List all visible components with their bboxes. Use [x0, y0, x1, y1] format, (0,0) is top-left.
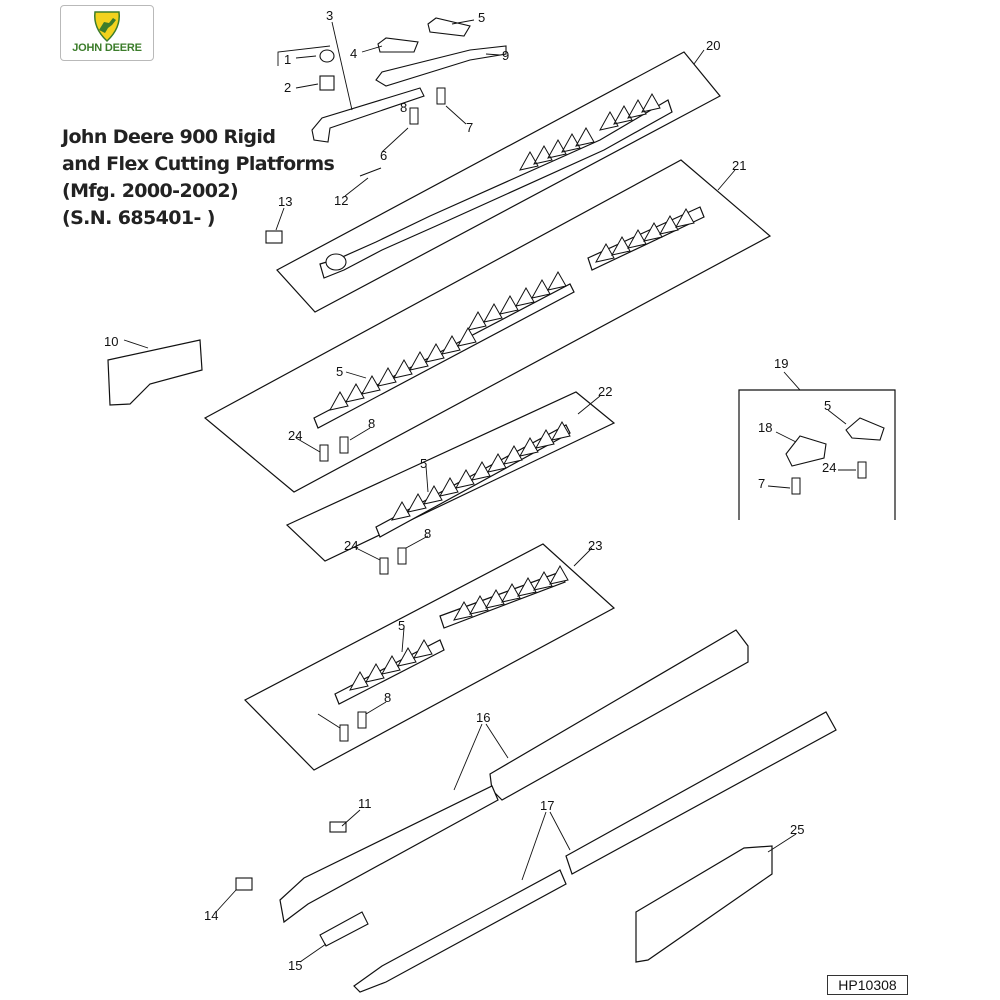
callout-number: 12: [334, 193, 348, 208]
callout-number: 2: [284, 80, 291, 95]
title-line-1: John Deere 900 Rigid: [62, 126, 276, 148]
callout-number: 5: [398, 618, 405, 633]
callout-number: 24: [822, 460, 836, 475]
callout-number: 22: [598, 384, 612, 399]
callout-number: 6: [380, 148, 387, 163]
panel-21: [203, 159, 772, 493]
title-line-3: (Mfg. 2000-2002): [62, 180, 239, 202]
title-line-2: and Flex Cutting Platforms: [62, 153, 335, 175]
callout-number: 7: [466, 120, 473, 135]
callout-number: 4: [350, 46, 357, 61]
panel-19: [738, 389, 896, 520]
callout-number: 8: [400, 100, 407, 115]
callout-number: 8: [424, 526, 431, 541]
callout-number: 1: [284, 52, 291, 67]
callout-number: 24: [344, 538, 358, 553]
callout-number: 25: [790, 822, 804, 837]
callout-number: 20: [706, 38, 720, 53]
callout-number: 5: [824, 398, 831, 413]
callout-number: 14: [204, 908, 218, 923]
callout-number: 11: [358, 796, 372, 811]
callout-number: 18: [758, 420, 772, 435]
callout-number: 17: [540, 798, 554, 813]
diagram-title: John Deere 900 Rigid and Flex Cutting Pl…: [62, 124, 335, 232]
figure-reference-code: HP10308: [827, 975, 908, 995]
callout-number: 13: [278, 194, 292, 209]
callout-number: 5: [336, 364, 343, 379]
panel-23: [244, 543, 616, 771]
callout-number: 7: [758, 476, 765, 491]
title-line-4: (S.N. 685401- ): [62, 207, 215, 229]
callout-number: 9: [502, 48, 509, 63]
callout-number: 24: [288, 428, 302, 443]
panel-22: [285, 391, 616, 562]
john-deere-logo: JOHN DEERE: [60, 5, 154, 61]
callout-number: 3: [326, 8, 333, 23]
callout-number: 10: [104, 334, 118, 349]
callout-number: 23: [588, 538, 602, 553]
callout-number: 8: [368, 416, 375, 431]
callout-number: 19: [774, 356, 788, 371]
callout-number: 5: [420, 456, 427, 471]
callout-number: 21: [732, 158, 746, 173]
deer-icon: [94, 11, 120, 43]
logo-text: JOHN DEERE: [72, 42, 142, 54]
callout-number: 5: [478, 10, 485, 25]
callout-number: 16: [476, 710, 490, 725]
panel-20: [276, 51, 721, 313]
callout-number: 8: [384, 690, 391, 705]
callout-number: 15: [288, 958, 302, 973]
